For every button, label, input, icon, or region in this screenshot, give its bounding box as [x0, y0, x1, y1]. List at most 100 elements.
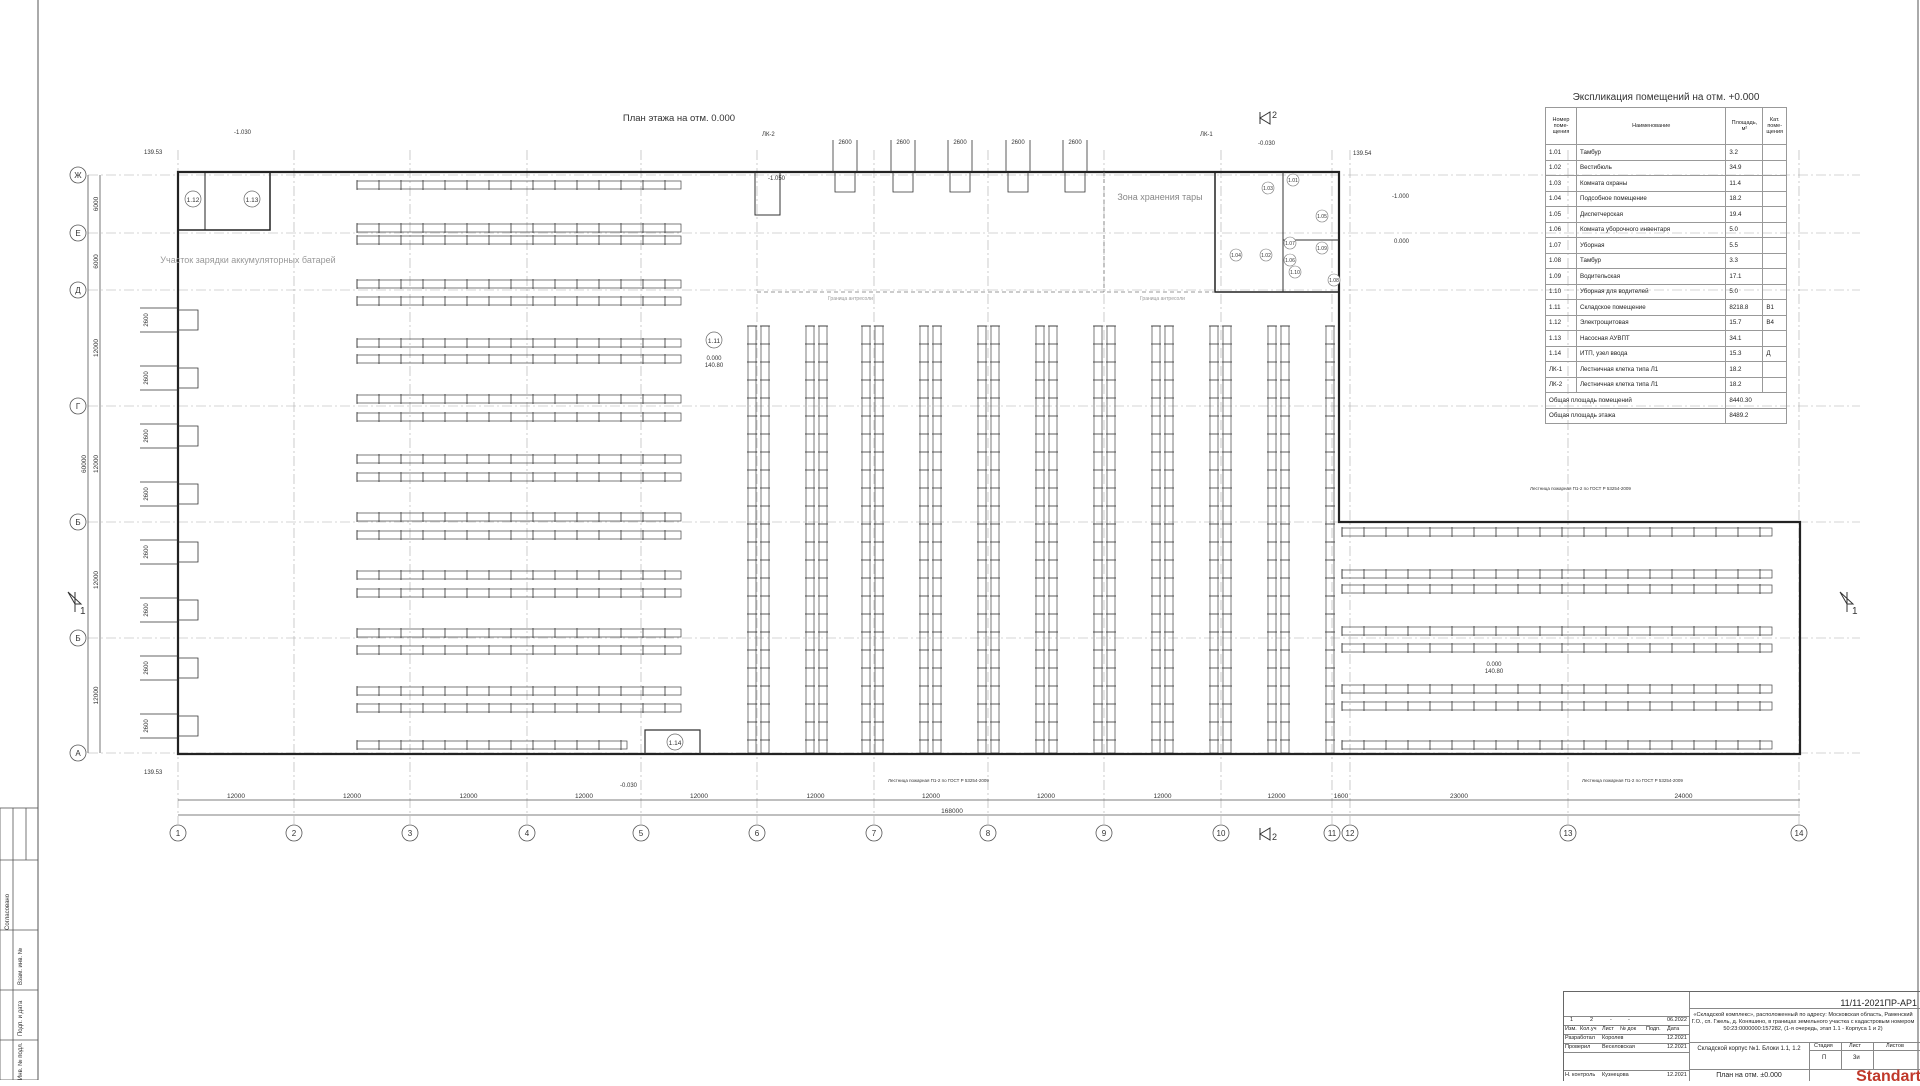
room-category [1762, 221, 1787, 238]
loading-dock: 2600 [832, 140, 858, 193]
room-area: 34.9 [1725, 159, 1764, 176]
grid-axis-label: 13 [1564, 829, 1573, 838]
grid-axis-label: 7 [872, 829, 877, 838]
rack-column [1106, 325, 1116, 754]
grid-axis-bubble [69, 744, 87, 762]
room-area: 5.0 [1725, 221, 1764, 238]
rack-column [1209, 325, 1219, 754]
level-mark: 139.54 [1353, 151, 1372, 157]
level-mark: 140.80 [1485, 669, 1504, 675]
level-mark: 0.000 [706, 356, 722, 362]
rack-row [1341, 569, 1773, 579]
rack-column [919, 325, 929, 754]
room-number: 1.06 [1545, 221, 1577, 238]
explication-title: Экспликация помещений на отм. +0.000 [1572, 92, 1760, 103]
room-number: 1.13 [1545, 330, 1577, 347]
control-name: Кузнецова [1602, 1072, 1629, 1078]
dimension-label: 24000 [1674, 793, 1692, 800]
checked-label: Проверил [1565, 1044, 1591, 1050]
rack-row [356, 703, 682, 713]
room-label-r104: 1.04 [1231, 253, 1241, 259]
room-category [1762, 283, 1787, 300]
col-header-area: Площадь, м² [1725, 107, 1764, 145]
grid-axis-label: 1 [176, 829, 181, 838]
room-area: 3.2 [1725, 144, 1764, 161]
grid-axis-bubble [69, 166, 87, 184]
level-mark: 0.000 [1394, 239, 1410, 245]
dimension-label: 12000 [1037, 793, 1055, 800]
rack-column [1048, 325, 1058, 754]
room-category [1762, 206, 1787, 223]
dimension-label: 23000 [1450, 793, 1468, 800]
rack-row [356, 740, 628, 750]
loading-dock: 2600 [1005, 140, 1031, 193]
grid-axis-bubble [285, 824, 303, 842]
level-mark: 139.53 [144, 150, 163, 156]
room-name: Комната охраны [1575, 175, 1727, 192]
level-mark: -1.000 [1392, 194, 1410, 200]
grid-axis-bubble [69, 224, 87, 242]
object-description: «Складской комплекс», расположенный по а… [1691, 1012, 1915, 1032]
room-label-1-12: 1.12 [187, 197, 200, 204]
grid-axis-bubble [401, 824, 419, 842]
rack-column [861, 325, 871, 754]
room-name: Тамбур [1575, 144, 1727, 161]
stage-label: Стадия [1814, 1043, 1833, 1049]
rev-header: № док [1620, 1026, 1637, 1032]
room-name: Водительская [1575, 268, 1727, 285]
overall-dimension: 168000 [941, 808, 963, 815]
room-label-r110: 1.10 [1290, 270, 1300, 276]
dock-dimension: 2600 [896, 140, 910, 146]
stamp-replaced: Взам. инв. № [17, 948, 24, 985]
loading-dock: 2600 [140, 597, 199, 623]
sheets-label: Листов [1886, 1043, 1904, 1049]
rev-cell: - [1610, 1017, 1612, 1023]
grid-axis-bubble [1790, 824, 1808, 842]
dock-dimension: 2600 [1068, 140, 1082, 146]
room-label-1-11: 1.11 [708, 338, 721, 345]
total-value: 8489.2 [1725, 407, 1787, 424]
loading-dock: 2600 [140, 655, 199, 681]
room-bubble [1283, 236, 1297, 250]
total-label: Общая площадь помещений [1544, 392, 1727, 409]
col-header-name: Наименование [1575, 107, 1727, 145]
grid-axis-label: Г [76, 402, 81, 411]
level-mark: -0.030 [1258, 141, 1276, 147]
dock-dimension: 2600 [144, 429, 150, 443]
loading-dock: 2600 [890, 140, 916, 193]
rev-header: Подп. [1646, 1026, 1661, 1032]
rack-row [356, 223, 682, 233]
dimension-label: 12000 [575, 793, 593, 800]
grid-axis-label: 6 [755, 829, 760, 838]
dimension-label: 12000 [93, 455, 100, 473]
title-block: 11/11-2021ПР-АР1 «Складской комплекс», р… [1563, 991, 1920, 1085]
rack-row [1341, 701, 1773, 711]
boundary-note: Граница антресоли [828, 296, 873, 302]
room-name: Лестничная клетка типа Л1 [1575, 376, 1727, 393]
dimension-label: 12000 [227, 793, 245, 800]
rack-row [356, 686, 682, 696]
rack-column [1267, 325, 1277, 754]
rack-row [356, 338, 682, 348]
dock-dimension: 2600 [838, 140, 852, 146]
document-code: 11/11-2021ПР-АР1 [1840, 998, 1917, 1008]
room-area: 5.5 [1725, 237, 1764, 254]
grid-axis-label: 12 [1346, 829, 1355, 838]
room-area: 8218.8 [1725, 299, 1764, 316]
developed-date: 12.2021 [1667, 1035, 1687, 1041]
loading-dock: 2600 [140, 365, 199, 391]
room-area: 5.0 [1725, 283, 1764, 300]
grid-axis-bubble [69, 629, 87, 647]
room-number: 1.09 [1545, 268, 1577, 285]
loading-dock: 2600 [140, 713, 199, 739]
grid-axis-bubble [518, 824, 536, 842]
side-stamp: Согласовано Взам. инв. № Подп. и дата Ин… [0, 807, 39, 1080]
total-label: Общая площадь этажа [1544, 407, 1727, 424]
room-area: 11.4 [1725, 175, 1764, 192]
room-category [1762, 190, 1787, 207]
